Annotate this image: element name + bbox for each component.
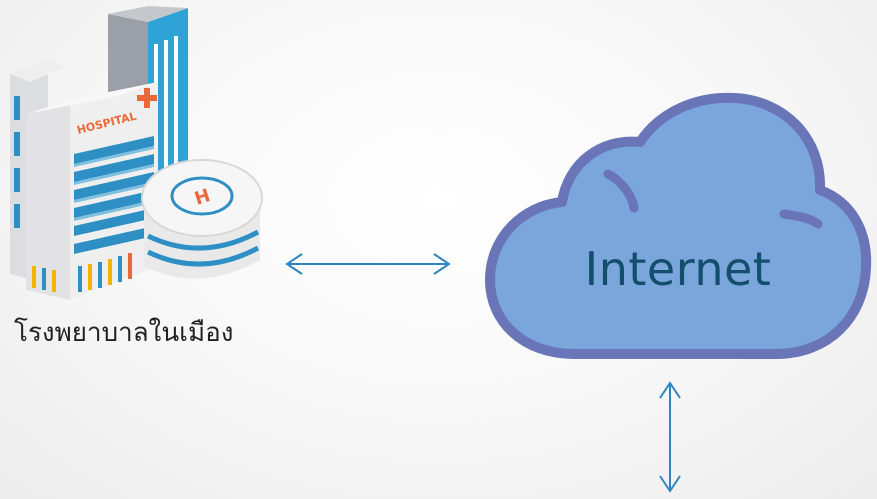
ground-floor-columns xyxy=(32,253,132,292)
hospital-caption: โรงพยาบาลในเมือง xyxy=(14,318,234,348)
left-annex-windows xyxy=(14,96,20,228)
hospital-icon: HOSPITAL H xyxy=(10,6,263,300)
cloud-inner-curve-left xyxy=(603,169,639,213)
cloud-inner-curve-right xyxy=(779,209,823,229)
main-building-window-highlights xyxy=(74,146,154,221)
bidirectional-arrow-vertical xyxy=(659,381,681,493)
main-building-front xyxy=(26,100,70,300)
arrow-head-up xyxy=(659,381,681,399)
arrow-head-down xyxy=(659,475,681,493)
left-annex-roof xyxy=(10,60,68,82)
helipad-windows xyxy=(146,229,260,267)
arrow-head-left xyxy=(285,253,303,275)
cloud-icon xyxy=(485,92,872,359)
helipad-letter: H xyxy=(192,185,213,210)
main-building-windows xyxy=(74,136,154,254)
cloud-shape xyxy=(485,92,872,359)
helipad-roof xyxy=(141,159,263,237)
bidirectional-arrow-horizontal xyxy=(285,253,451,275)
red-cross-icon xyxy=(137,88,157,108)
helipad-circle xyxy=(170,176,234,216)
rear-tower-roof xyxy=(108,6,188,22)
arrow-head-right xyxy=(433,253,451,275)
main-building-roof xyxy=(26,82,158,114)
cloud-label: Internet xyxy=(584,242,772,296)
